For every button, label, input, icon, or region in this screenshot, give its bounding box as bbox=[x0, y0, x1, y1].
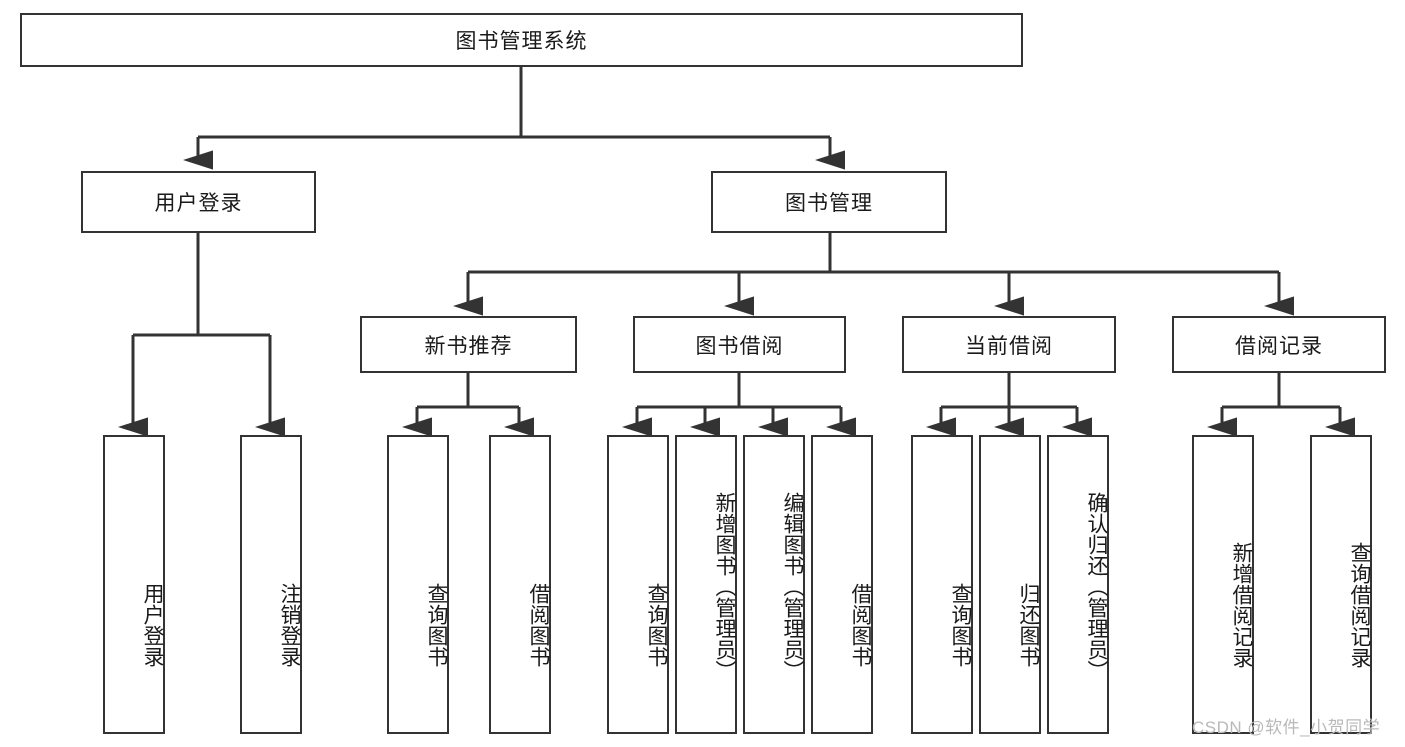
node-label: 图书管理系统 bbox=[455, 30, 588, 53]
node-label: 查询借阅记录 bbox=[1348, 541, 1371, 668]
node-label: 查询图书 bbox=[949, 582, 972, 667]
leaf-edit-book-admin[interactable]: 编辑图书（管理员） bbox=[743, 435, 805, 734]
node-label: 借阅图书 bbox=[849, 582, 872, 667]
leaf-borrow-book[interactable]: 借阅图书 bbox=[811, 435, 873, 734]
leaf-logout-login[interactable]: 注销登录 bbox=[240, 435, 302, 734]
node-book-management[interactable]: 图书管理 bbox=[711, 171, 947, 233]
node-label: 确认归还（管理员） bbox=[1085, 492, 1108, 681]
node-label: 查询图书 bbox=[425, 582, 448, 667]
node-current-borrow[interactable]: 当前借阅 bbox=[902, 316, 1116, 373]
leaf-query-borrow-record[interactable]: 查询借阅记录 bbox=[1310, 435, 1372, 734]
node-label: 查询图书 bbox=[645, 582, 668, 667]
node-root-library-management-system[interactable]: 图书管理系统 bbox=[20, 13, 1023, 67]
node-label: 借阅记录 bbox=[1235, 334, 1323, 358]
node-book-borrow[interactable]: 图书借阅 bbox=[633, 316, 846, 373]
leaf-add-borrow-record[interactable]: 新增借阅记录 bbox=[1192, 435, 1254, 734]
watermark-label: CSDN @软件_小贺同学 bbox=[1192, 718, 1381, 737]
node-new-book-recommend[interactable]: 新书推荐 bbox=[360, 316, 577, 373]
node-user-login[interactable]: 用户登录 bbox=[81, 171, 316, 233]
leaf-query-book-recommend[interactable]: 查询图书 bbox=[387, 435, 449, 734]
leaf-query-book-borrow[interactable]: 查询图书 bbox=[607, 435, 669, 734]
node-label: 新增图书（管理员） bbox=[713, 492, 736, 681]
leaf-borrow-book-recommend[interactable]: 借阅图书 bbox=[489, 435, 551, 734]
node-label: 图书借阅 bbox=[695, 334, 784, 358]
node-label: 当前借阅 bbox=[965, 334, 1053, 358]
leaf-add-book-admin[interactable]: 新增图书（管理员） bbox=[675, 435, 737, 734]
node-label: 注销登录 bbox=[278, 582, 301, 667]
node-label: 用户登录 bbox=[141, 582, 164, 667]
node-label: 新书推荐 bbox=[424, 334, 513, 358]
node-label: 新增借阅记录 bbox=[1230, 541, 1253, 668]
node-label: 用户登录 bbox=[154, 192, 243, 215]
leaf-query-book-current[interactable]: 查询图书 bbox=[911, 435, 973, 734]
leaf-return-book[interactable]: 归还图书 bbox=[979, 435, 1041, 734]
node-label: 图书管理 bbox=[785, 192, 873, 215]
node-label: 借阅图书 bbox=[527, 582, 550, 667]
leaf-confirm-return-admin[interactable]: 确认归还（管理员） bbox=[1047, 435, 1109, 734]
node-label: 编辑图书（管理员） bbox=[781, 492, 804, 681]
node-label: 归还图书 bbox=[1017, 582, 1040, 667]
leaf-user-login[interactable]: 用户登录 bbox=[103, 435, 165, 734]
node-borrow-records[interactable]: 借阅记录 bbox=[1172, 316, 1386, 373]
